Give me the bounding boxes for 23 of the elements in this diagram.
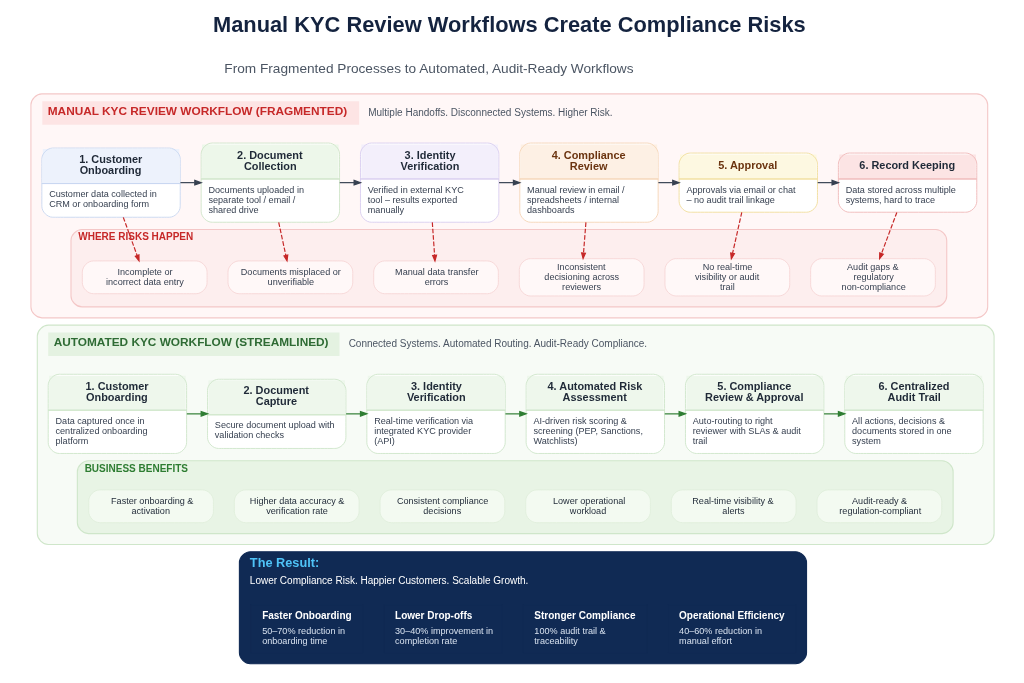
node-box: Inconsistent decisioning across reviewers — [518, 258, 644, 297]
arrow — [504, 410, 528, 417]
arrow — [878, 211, 897, 261]
arrow — [822, 410, 847, 417]
node-text: Stronger Compliance 100% audit trail & traceability — [533, 609, 635, 647]
node-box: Documents misplaced or unverifiable — [227, 260, 353, 295]
node-box: Incomplete or incorrect data entry — [81, 260, 208, 295]
arrow — [277, 221, 288, 263]
arrow — [580, 221, 586, 261]
node-box: Manual data transfer errors — [372, 260, 499, 295]
node-text: Operational Efficiency 40–60% reduction in manual effort — [678, 609, 785, 647]
arrow — [345, 410, 369, 417]
label: From Fragmented Processes to Automated, Audit-Ready Workflows — [223, 61, 634, 77]
arrow — [729, 211, 742, 261]
arrow — [663, 410, 687, 417]
arrow — [431, 221, 437, 263]
arrow — [185, 410, 209, 417]
diagram-title: Manual KYC Review Workflows Create Compliance Risks — [212, 12, 806, 38]
arrow — [122, 216, 140, 263]
node-text: Faster Onboarding 50–70% reduction in onboarding time — [261, 609, 352, 647]
node-box: No real-time visibility or audit trail — [664, 258, 790, 297]
node-text: Lower Drop-offs 30–40% improvement in completion rate — [394, 609, 493, 647]
node-box: Audit gaps & regulatory non-compliance — [809, 258, 936, 297]
